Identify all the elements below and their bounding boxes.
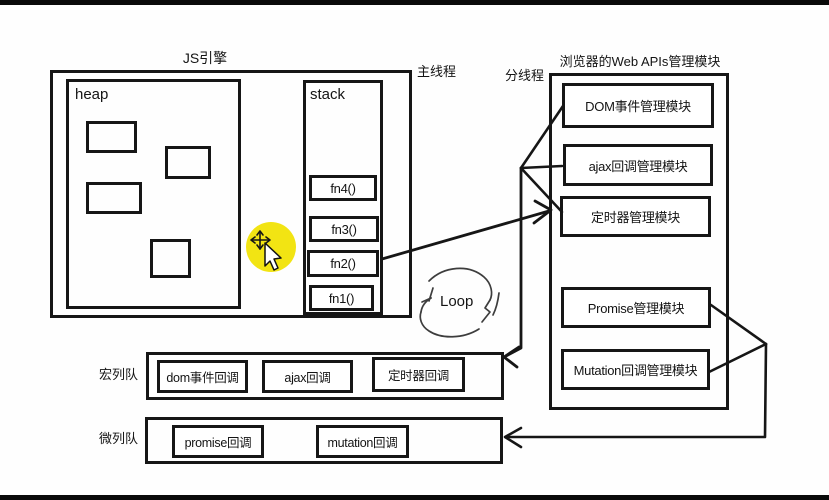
stack-box [303, 80, 383, 315]
stack-frame: fn3() [309, 216, 379, 242]
micro-queue-label: 微列队 [99, 431, 139, 446]
macro-queue-item: ajax回调 [262, 360, 353, 393]
top-edge-bar [0, 0, 829, 5]
web-apis-title: 浏览器的Web APIs管理模块 [559, 54, 721, 69]
heap-box [66, 79, 241, 309]
macro-queue-box [146, 352, 504, 400]
heap-object-rect [165, 146, 211, 179]
macro-queue-item: dom事件回调 [157, 360, 248, 393]
heap-object-rect [86, 182, 142, 214]
micro-queue-item: promise回调 [172, 425, 264, 458]
bottom-edge-bar [0, 495, 829, 500]
macro-queue-item: 定时器回调 [372, 357, 465, 392]
module-promise: Promise管理模块 [561, 287, 711, 328]
stack-label: stack [310, 86, 346, 103]
heap-object-rect [150, 239, 191, 278]
module-timer: 定时器管理模块 [560, 196, 711, 237]
module-mutation: Mutation回调管理模块 [561, 349, 710, 390]
stack-frame: fn1() [309, 285, 374, 311]
heap-object-rect [86, 121, 137, 153]
module-dom-events: DOM事件管理模块 [562, 83, 714, 128]
macro-queue-label: 宏列队 [99, 367, 139, 382]
module-ajax-callbacks: ajax回调管理模块 [563, 144, 713, 186]
stack-frame: fn4() [309, 175, 377, 201]
main-thread-label: 主线程 [417, 64, 457, 79]
micro-queue-box [145, 417, 503, 464]
webapis-to-macro-arrow [502, 166, 523, 369]
stack-frame: fn2() [307, 250, 379, 277]
js-engine-title: JS引擎 [182, 50, 228, 66]
heap-label: heap [75, 86, 109, 103]
sub-thread-label: 分线程 [505, 68, 545, 83]
loop-label: Loop [440, 293, 474, 310]
micro-queue-item: mutation回调 [316, 425, 409, 458]
js-engine-box [50, 70, 412, 318]
